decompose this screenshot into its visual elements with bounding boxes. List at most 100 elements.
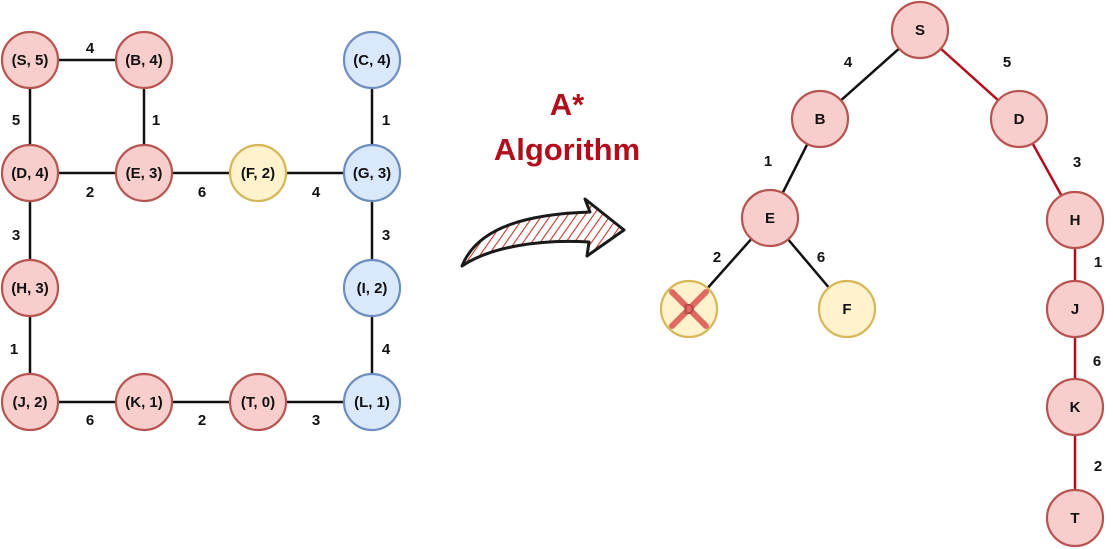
title-line-2: Algorithm <box>494 132 640 167</box>
node-circle <box>342 30 402 90</box>
graph-node-e: (E, 3) <box>114 143 174 203</box>
graph-edge-weight: 2 <box>86 184 94 201</box>
node-label: T <box>1070 510 1079 527</box>
graph-edge-weight: 3 <box>382 227 390 244</box>
node-label: K <box>1070 399 1081 416</box>
tree-node-f: F <box>817 279 877 339</box>
graph-edges <box>28 58 374 404</box>
node-label: H <box>1070 212 1081 229</box>
graph-edge-weight: 1 <box>152 112 160 129</box>
graph-edge-weight: 1 <box>382 112 390 129</box>
tree-node-h: H <box>1045 190 1105 250</box>
tree-node-e: E <box>740 188 800 248</box>
tree-edge-weight: 6 <box>1093 353 1101 370</box>
tree-node-j: J <box>1045 279 1105 339</box>
node-label: (B, 4) <box>125 52 163 69</box>
cross-icon <box>669 289 709 329</box>
graph-node-k: (K, 1) <box>114 372 174 432</box>
tree-edge-weight: 1 <box>764 153 772 170</box>
node-label: (I, 2) <box>357 280 388 297</box>
node-circle <box>342 258 402 318</box>
node-circle <box>114 30 174 90</box>
graph-edge-weight: 6 <box>86 412 94 429</box>
graph-edge-weight: 4 <box>312 184 321 201</box>
node-label: (D, 4) <box>11 165 49 182</box>
tree-nodes: S B D E D F H J K T <box>659 0 1105 548</box>
node-circle <box>1045 488 1105 548</box>
title-line-1: A* <box>550 87 585 122</box>
tree-node-d2: D <box>659 279 719 339</box>
graph-node-c: (C, 4) <box>342 30 402 90</box>
node-label: (E, 3) <box>126 165 163 182</box>
node-circle <box>817 279 877 339</box>
graph-node-t: (T, 0) <box>228 372 288 432</box>
node-circle <box>740 188 800 248</box>
node-circle <box>0 258 60 318</box>
algorithm-title: A* Algorithm <box>494 87 640 167</box>
transform-arrow-icon <box>460 197 626 268</box>
graph-edge-weight: 2 <box>198 412 206 429</box>
node-circle <box>228 372 288 432</box>
graph-node-d: (D, 4) <box>0 143 60 203</box>
node-label: S <box>915 22 925 39</box>
graph-edge-weight: 4 <box>86 40 95 57</box>
node-circle <box>228 143 288 203</box>
graph-node-j: (J, 2) <box>0 372 60 432</box>
graph-node-s: (S, 5) <box>0 30 60 90</box>
node-label: J <box>1071 301 1079 318</box>
graph-node-g: (G, 3) <box>342 143 402 203</box>
node-circle <box>114 143 174 203</box>
node-label: (C, 4) <box>353 52 391 69</box>
graph-node-l: (L, 1) <box>342 372 402 432</box>
graph-node-b: (B, 4) <box>114 30 174 90</box>
node-label: E <box>765 210 775 227</box>
node-label: B <box>815 111 826 128</box>
node-circle <box>0 30 60 90</box>
tree-edge-weight: 5 <box>1003 54 1011 71</box>
node-circle <box>342 143 402 203</box>
tree-edge-weight: 2 <box>713 249 721 266</box>
tree-node-t: T <box>1045 488 1105 548</box>
node-label: (F, 2) <box>241 165 275 182</box>
tree-edge-weight: 6 <box>817 249 825 266</box>
node-label: (T, 0) <box>241 394 275 411</box>
tree-node-b: B <box>790 89 850 149</box>
graph-edge-weight: 3 <box>312 412 320 429</box>
tree-edge-weight: 3 <box>1073 154 1081 171</box>
graph-node-i: (I, 2) <box>342 258 402 318</box>
graph-edge-weight: 4 <box>382 341 391 358</box>
tree-edge-weight: 2 <box>1094 458 1102 475</box>
edge-weight-labels: 4 5 1 1 2 6 4 3 3 1 4 6 2 3 4 5 1 2 6 3 1 6 2 <box>10 40 1102 475</box>
tree-node-s: S <box>890 0 950 60</box>
tree-node-k: K <box>1045 377 1105 437</box>
node-circle <box>1045 279 1105 339</box>
node-circle <box>114 372 174 432</box>
node-label: (L, 1) <box>354 394 390 411</box>
graph-edge-weight: 3 <box>12 227 20 244</box>
graph-edge-weight: 1 <box>10 341 18 358</box>
graph-edge-weight: 5 <box>12 112 20 129</box>
tree-edge-weight: 4 <box>844 54 853 71</box>
node-circle <box>0 143 60 203</box>
node-label: D <box>1014 111 1025 128</box>
node-circle <box>1045 377 1105 437</box>
node-label: (J, 2) <box>12 394 47 411</box>
tree-edge-weight: 1 <box>1094 254 1102 271</box>
node-label: F <box>842 301 851 318</box>
node-label: (K, 1) <box>125 394 163 411</box>
graph-node-h: (H, 3) <box>0 258 60 318</box>
node-circle <box>790 89 850 149</box>
node-circle <box>342 372 402 432</box>
node-circle <box>0 372 60 432</box>
tree-node-d: D <box>989 89 1049 149</box>
node-label: (H, 3) <box>11 280 49 297</box>
node-label: (S, 5) <box>12 52 49 69</box>
node-circle <box>1045 190 1105 250</box>
graph-node-f: (F, 2) <box>228 143 288 203</box>
node-label: (G, 3) <box>353 165 391 182</box>
graph-edge-weight: 6 <box>198 184 206 201</box>
node-circle <box>890 0 950 60</box>
graph-nodes: (S, 5) (B, 4) (C, 4) (D, 4) (E, 3) (F, 2) (G, … <box>0 30 402 432</box>
